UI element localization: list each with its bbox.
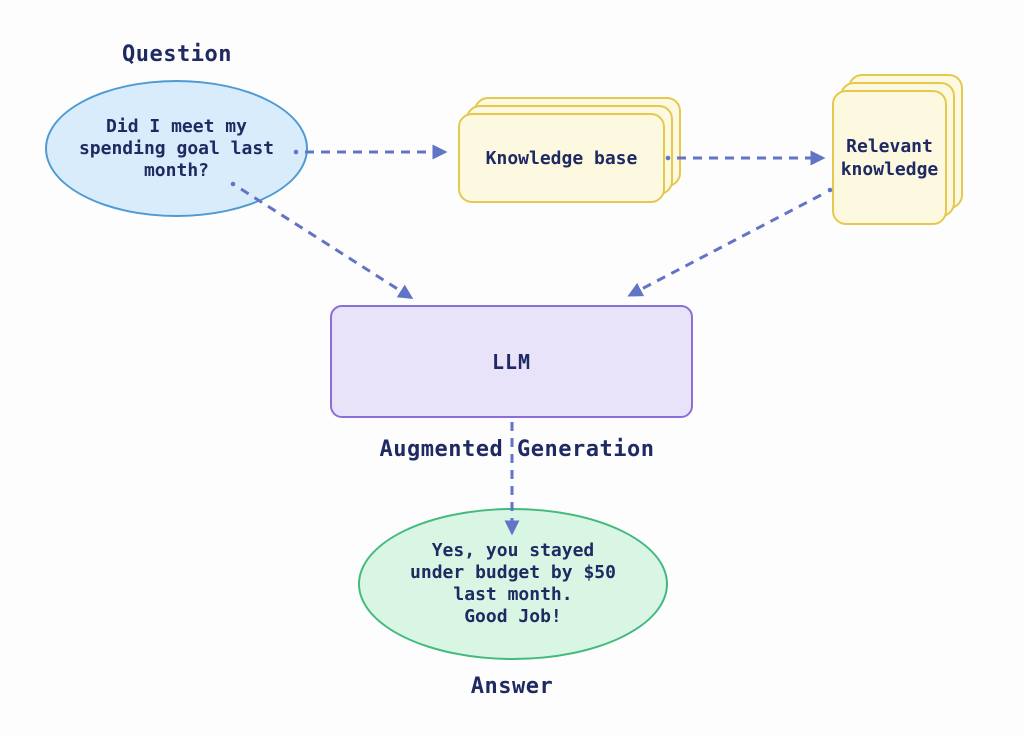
question-label: Question [122, 42, 232, 67]
answer-text: Yes, you stayed under budget by $50 last… [410, 540, 616, 627]
knowledge-base-text: Knowledge base [485, 147, 638, 169]
knowledge-base-card-front: Knowledge base [458, 113, 665, 203]
relevant-knowledge-card-front: Relevant knowledge [832, 90, 947, 225]
arrow-relevant-knowledge-to-llm [627, 187, 833, 297]
question-ellipse-node: Did I meet my spending goal last month? [45, 80, 308, 217]
llm-node: LLM [330, 305, 693, 418]
relevant-knowledge-text: Relevant knowledge [840, 135, 939, 180]
arrow-question-to-knowledge-base [293, 144, 448, 160]
question-text: Did I meet my spending goal last month? [78, 115, 275, 181]
answer-ellipse-node: Yes, you stayed under budget by $50 last… [358, 508, 668, 660]
answer-label: Answer [470, 674, 554, 699]
arrow-knowledge-base-to-relevant-knowledge [665, 150, 826, 166]
llm-text: LLM [491, 349, 532, 374]
augmented-generation-label: Augmented Generation [379, 437, 655, 462]
